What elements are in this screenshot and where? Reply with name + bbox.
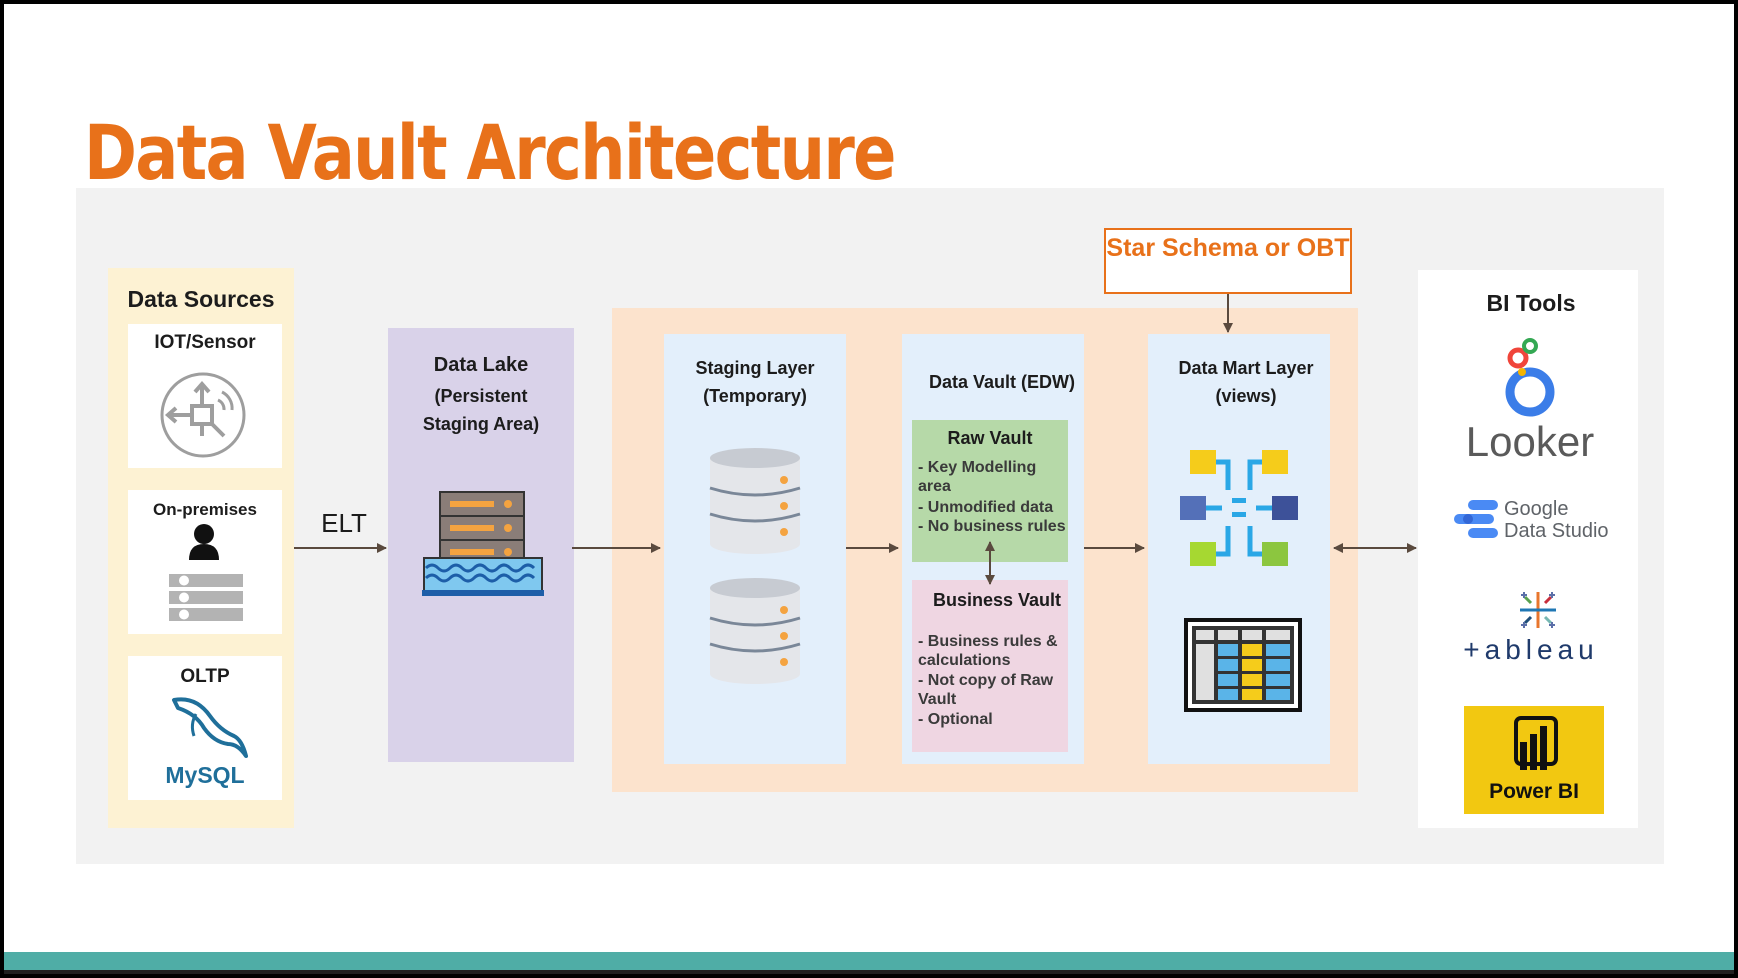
- power-bi-label: Power BI: [1489, 780, 1579, 803]
- mysql-logo: MySQL: [165, 762, 245, 788]
- database-icon: [709, 448, 801, 554]
- elt-label: ELT: [321, 508, 367, 538]
- business-vault-line: - Business rules &: [918, 633, 1058, 650]
- business-vault-box: Business Vault - Business rules & calcul…: [912, 580, 1068, 752]
- google-data-studio-logo-line2: Data Studio: [1504, 520, 1609, 542]
- raw-vault-line: - Key Modelling: [918, 459, 1037, 476]
- database-icon: [709, 578, 801, 684]
- star-schema-callout: Star Schema or OBT: [1104, 228, 1352, 294]
- data-vault-title: Data Vault (EDW): [928, 372, 1075, 392]
- raw-vault-box: Raw Vault - Key Modelling area - Unmodif…: [912, 420, 1068, 562]
- tableau-logo: +ableau: [1463, 634, 1599, 665]
- footer-edge: [4, 970, 1734, 974]
- source-card-iot: [128, 324, 282, 468]
- data-sources-heading: Data Sources: [127, 286, 275, 312]
- raw-vault-line: - Unmodified data: [918, 499, 1054, 516]
- schema-diagram-icon: [1180, 450, 1298, 566]
- data-mart-subtitle: (views): [1215, 386, 1277, 406]
- staging-layer-subtitle: (Temporary): [703, 386, 807, 406]
- iot-sensor-icon: [160, 372, 246, 458]
- source-label-oltp: OLTP: [180, 666, 230, 687]
- on-premises-server-icon: [169, 524, 243, 621]
- looker-logo: Looker: [1465, 418, 1595, 465]
- looker-icon: [1505, 338, 1555, 417]
- tableau-icon: [1520, 592, 1556, 628]
- star-schema-label: Star Schema or OBT: [1106, 234, 1350, 262]
- staging-layer-title: Staging Layer: [695, 358, 815, 378]
- power-bi-icon: [1514, 716, 1558, 770]
- footer-accent-bar: [4, 952, 1734, 974]
- data-lake-subtitle-1: (Persistent: [434, 386, 528, 406]
- business-vault-line: - Optional: [918, 711, 993, 728]
- business-vault-line: - Not copy of Raw: [918, 672, 1054, 689]
- business-vault-title: Business Vault: [932, 590, 1062, 610]
- mysql-dolphin-icon: [172, 697, 248, 758]
- google-data-studio-icon: [1454, 500, 1498, 538]
- source-label-iot: IOT/Sensor: [154, 332, 256, 353]
- business-vault-line: calculations: [918, 652, 1011, 669]
- data-lake-subtitle-2: Staging Area): [422, 414, 540, 434]
- source-label-on-premises: On-premises: [153, 500, 257, 519]
- data-lake-server-icon: [422, 491, 544, 596]
- slide: Data Vault Architecture Data Sources IOT…: [4, 4, 1734, 974]
- raw-vault-title: Raw Vault: [947, 428, 1033, 448]
- raw-vault-line: area: [918, 478, 951, 495]
- data-mart-title: Data Mart Layer: [1178, 358, 1314, 378]
- bi-tools-heading: BI Tools: [1486, 290, 1576, 316]
- data-lake-title: Data Lake: [433, 354, 529, 376]
- google-data-studio-logo-line1: Google: [1504, 498, 1569, 520]
- spreadsheet-table-icon: [1184, 618, 1302, 712]
- connector-arrows: [294, 294, 1417, 585]
- business-vault-line: Vault: [918, 691, 957, 708]
- page-title: Data Vault Architecture: [84, 108, 896, 197]
- raw-vault-line: - No business rules: [918, 518, 1066, 535]
